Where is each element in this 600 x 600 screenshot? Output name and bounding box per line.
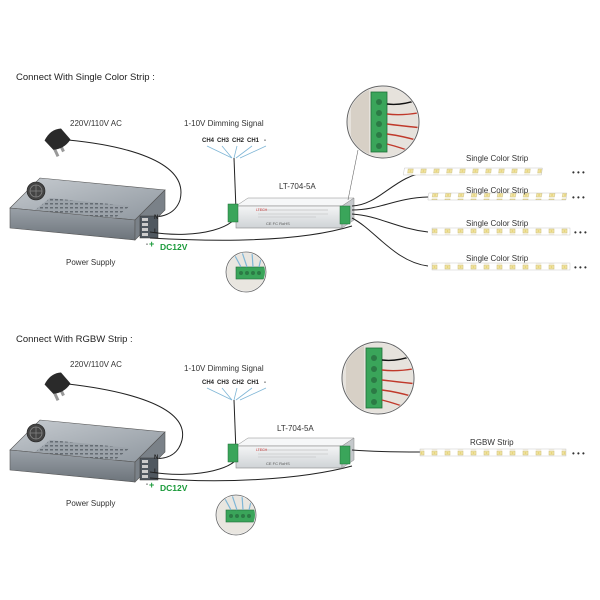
channel-ch4: CH4 bbox=[202, 380, 215, 386]
svg-text:+: + bbox=[149, 480, 154, 490]
dc-wire-neg bbox=[149, 455, 237, 475]
strip-3: Single Color Strip • • • bbox=[431, 219, 587, 237]
svg-text:Single Color Strip: Single Color Strip bbox=[466, 254, 529, 263]
channel-ch3: CH3 bbox=[217, 138, 230, 144]
power-supply-icon bbox=[9, 177, 166, 241]
ac-cable bbox=[67, 139, 182, 218]
terminal-n: N bbox=[154, 455, 158, 461]
svg-text:RGBW Strip: RGBW Strip bbox=[470, 438, 514, 447]
plug-icon bbox=[42, 125, 73, 157]
output-terminal-zoom bbox=[343, 82, 423, 162]
terminal-l: L bbox=[154, 469, 158, 475]
svg-text:• • •: • • • bbox=[574, 263, 587, 272]
section-heading: Connect With RGBW Strip : bbox=[16, 334, 133, 345]
ac-cable bbox=[67, 383, 184, 459]
svg-text:+: + bbox=[149, 239, 154, 249]
input-terminal-zoom bbox=[214, 493, 258, 537]
ac-label: 220V/110V AC bbox=[70, 360, 122, 369]
section-rgbw: Connect With RGBW Strip : 220V/110V AC N… bbox=[9, 334, 585, 537]
svg-text:• • •: • • • bbox=[572, 168, 585, 177]
terminal-n: N bbox=[154, 215, 158, 221]
channel-ch1: CH1 bbox=[247, 380, 260, 386]
section-heading: Connect With Single Color Strip : bbox=[16, 72, 155, 83]
channel-neg: - bbox=[264, 138, 266, 144]
channel-ch2: CH2 bbox=[232, 380, 245, 386]
svg-text:Single Color Strip: Single Color Strip bbox=[466, 186, 529, 195]
plug-icon bbox=[42, 369, 73, 401]
dimming-label: 1-10V Dimming Signal bbox=[184, 364, 264, 373]
dc-label: DC12V bbox=[160, 242, 188, 252]
channel-ch3: CH3 bbox=[217, 380, 230, 386]
output-terminal-zoom bbox=[338, 338, 418, 418]
strip-rgbw: RGBW Strip • • • bbox=[419, 438, 585, 458]
controller-brand: LTECH bbox=[256, 208, 268, 212]
svg-text:Single Color Strip: Single Color Strip bbox=[466, 154, 529, 163]
psu-label: Power Supply bbox=[66, 258, 115, 267]
svg-text:• • •: • • • bbox=[572, 449, 585, 458]
strip-1: Single Color Strip • • • bbox=[403, 154, 585, 177]
svg-text:Single Color Strip: Single Color Strip bbox=[466, 219, 529, 228]
dc-wire-pos bbox=[149, 465, 353, 482]
dc-wire-pos bbox=[149, 225, 353, 241]
channel-ch1: CH1 bbox=[247, 138, 260, 144]
strip-2: Single Color Strip • • • bbox=[427, 186, 585, 202]
channel-ch2: CH2 bbox=[232, 138, 245, 144]
controller-model: LT-704-5A bbox=[279, 182, 316, 191]
controller-device bbox=[227, 197, 355, 229]
controller-device bbox=[227, 437, 355, 469]
svg-text:• • •: • • • bbox=[572, 193, 585, 202]
ac-label: 220V/110V AC bbox=[70, 119, 122, 128]
input-terminal-zoom bbox=[224, 250, 268, 294]
strip-4: Single Color Strip • • • bbox=[431, 254, 587, 272]
controller-model: LT-704-5A bbox=[277, 424, 314, 433]
controller-brand: LTECH bbox=[256, 448, 268, 452]
psu-label: Power Supply bbox=[66, 499, 115, 508]
terminal-neg: - bbox=[146, 482, 148, 488]
channel-ch4: CH4 bbox=[202, 138, 215, 144]
dimming-label: 1-10V Dimming Signal bbox=[184, 119, 264, 128]
terminal-l: L bbox=[154, 229, 158, 235]
power-supply-icon bbox=[9, 419, 166, 483]
channel-neg: - bbox=[264, 380, 266, 386]
terminal-neg: - bbox=[146, 242, 148, 248]
svg-text:• • •: • • • bbox=[574, 228, 587, 237]
dc-label: DC12V bbox=[160, 483, 188, 493]
section-single-color: Connect With Single Color Strip : 220V/1… bbox=[9, 72, 587, 294]
